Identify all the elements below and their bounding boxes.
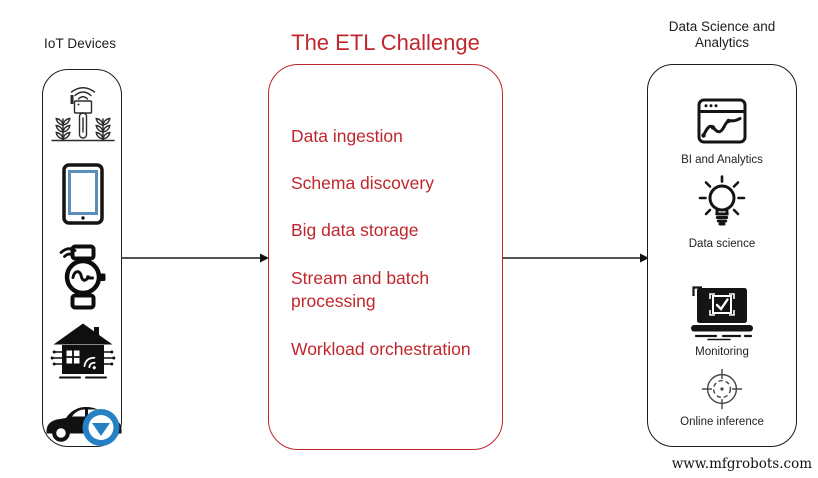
etl-item-stream-batch-processing: Stream and batch processing [291, 268, 430, 311]
etl-item-workload-orchestration: Workload orchestration [291, 339, 471, 359]
monitoring-laptop-icon [691, 286, 753, 341]
data-science-analytics-title: Data Science and Analytics [668, 19, 776, 50]
bi-analytics-item: BI and Analytics [648, 98, 796, 166]
lightbulb-icon [698, 175, 746, 226]
monitoring-label: Monitoring [695, 346, 749, 358]
online-inference-item: Online inference [648, 366, 796, 428]
tablet-icon [62, 163, 104, 225]
bi-analytics-label: BI and Analytics [681, 154, 763, 166]
etl-challenge-title: The ETL Challenge [291, 30, 480, 55]
monitoring-item: Monitoring [648, 283, 796, 358]
etl-challenge-box: Data ingestion Schema discovery Big data… [268, 64, 503, 450]
smartwatch-icon [59, 244, 106, 310]
watermark: www.mfgrobots.com [671, 456, 812, 472]
online-inference-label: Online inference [680, 416, 764, 428]
data-science-analytics-box: BI and Analytics [647, 64, 797, 447]
agriculture-sensor-icon [51, 87, 115, 142]
target-crosshair-icon [701, 368, 743, 410]
connected-car-icon [46, 407, 122, 446]
etl-item-schema-discovery: Schema discovery [291, 173, 434, 193]
etl-item-data-ingestion: Data ingestion [291, 126, 403, 146]
iot-devices-title: IoT Devices [44, 36, 117, 51]
flow-arrow-left [121, 253, 269, 263]
data-science-item: Data science [648, 175, 796, 250]
flow-arrow-right [503, 253, 649, 263]
etl-item-big-data-storage: Big data storage [291, 220, 419, 240]
data-science-label: Data science [688, 238, 756, 250]
smart-home-icon [50, 323, 116, 379]
bi-analytics-icon [697, 98, 747, 144]
iot-devices-box [42, 69, 122, 447]
